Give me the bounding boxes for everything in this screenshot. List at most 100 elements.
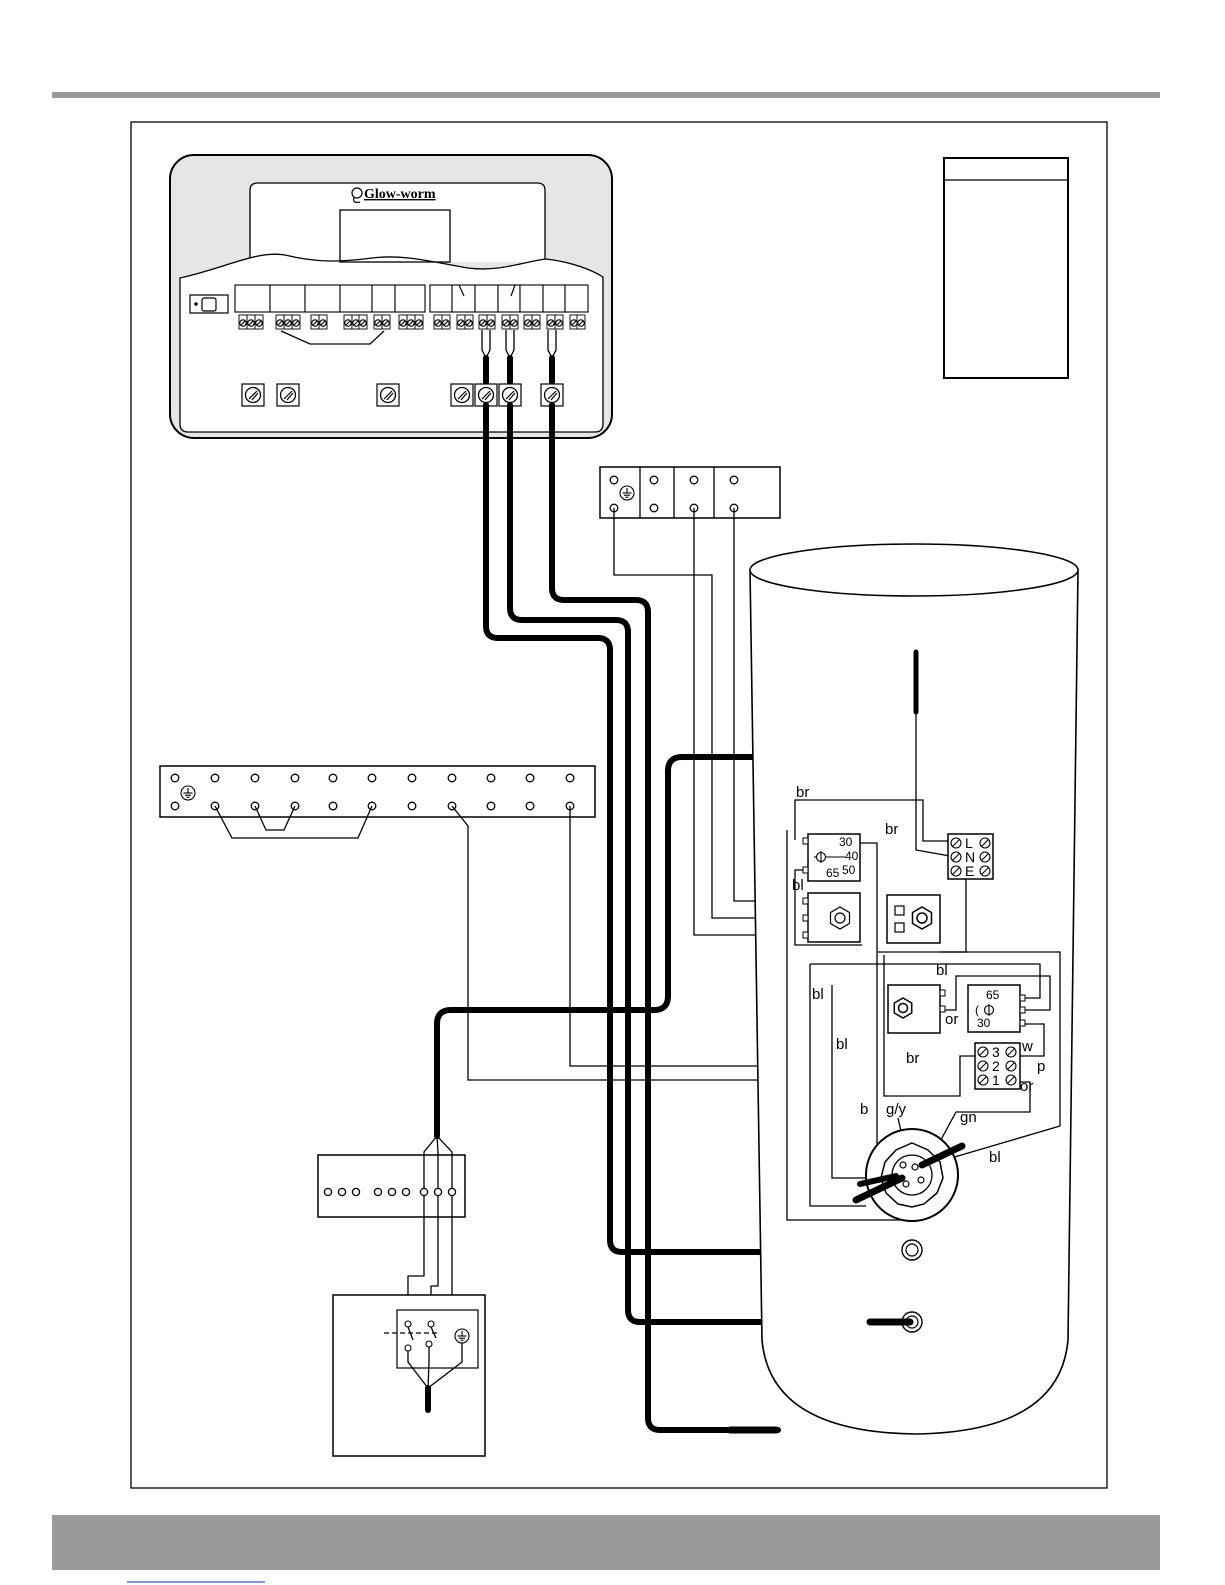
fused-spur-outline bbox=[318, 1155, 465, 1217]
terminal-point bbox=[329, 802, 337, 810]
screw-icon bbox=[256, 320, 262, 326]
dial-value-65: 65 bbox=[986, 988, 1000, 1002]
wire-label: or bbox=[945, 1011, 958, 1028]
controller-screw-terminals bbox=[239, 315, 585, 329]
wire-label: b bbox=[860, 1101, 868, 1118]
sensor-pocket-upper bbox=[902, 1240, 922, 1260]
terminal-point bbox=[487, 802, 495, 810]
junction-box-4way bbox=[600, 467, 780, 518]
cut-out-box bbox=[887, 895, 940, 943]
spade-connector bbox=[940, 990, 945, 996]
terminal-point bbox=[487, 774, 495, 782]
spade-connector bbox=[1020, 1007, 1025, 1013]
nut-icon bbox=[894, 998, 911, 1018]
switch-contact bbox=[405, 1345, 411, 1351]
controller-terminal-blocks bbox=[235, 285, 588, 312]
terminal-point bbox=[338, 1188, 345, 1195]
wire-label: br bbox=[906, 1050, 919, 1067]
footer-bar bbox=[52, 1515, 1160, 1570]
immersion-heater-flange bbox=[866, 1129, 958, 1221]
terminal-point bbox=[402, 1188, 409, 1195]
element-pin bbox=[912, 1164, 918, 1170]
screw-icon bbox=[383, 320, 389, 326]
screw-icon bbox=[978, 1047, 988, 1057]
screw-icon bbox=[240, 320, 246, 326]
switch-contact bbox=[428, 1321, 434, 1327]
screw-icon bbox=[248, 320, 254, 326]
screw-icon bbox=[360, 320, 366, 326]
screw-icon bbox=[556, 320, 562, 326]
wire-label: bl bbox=[936, 962, 948, 979]
wiring-centre-strip bbox=[160, 766, 595, 817]
terminal-label-E: E bbox=[965, 863, 974, 879]
screw-icon bbox=[416, 320, 422, 326]
screw-icon bbox=[533, 320, 539, 326]
screw-icon bbox=[435, 320, 441, 326]
screw-icon bbox=[571, 320, 577, 326]
terminal-label-1: 1 bbox=[992, 1072, 1000, 1088]
screw-icon bbox=[503, 320, 509, 326]
terminal-block bbox=[498, 285, 520, 312]
wire-label: p bbox=[1037, 1058, 1045, 1075]
screw-icon bbox=[511, 320, 517, 326]
terminal-point bbox=[388, 1188, 395, 1195]
terminal-point bbox=[352, 1188, 359, 1195]
spade-connector bbox=[1020, 995, 1025, 1001]
header-rule bbox=[52, 92, 1160, 98]
screw-icon bbox=[277, 320, 283, 326]
wire-label: bl bbox=[792, 877, 804, 894]
screw-icon bbox=[951, 838, 961, 848]
screw-icon bbox=[408, 320, 414, 326]
terminal-block bbox=[475, 285, 498, 312]
terminal-point bbox=[211, 774, 219, 782]
screw-icon bbox=[980, 852, 990, 862]
terminal-block bbox=[235, 285, 270, 312]
dial-value-40: 40 bbox=[845, 849, 859, 863]
lower-element-box bbox=[888, 985, 945, 1033]
key-box-outline bbox=[944, 158, 1068, 378]
terminal-point bbox=[566, 774, 574, 782]
spade-connector bbox=[1020, 1020, 1025, 1026]
terminal-point bbox=[374, 1188, 381, 1195]
terminal-block bbox=[270, 285, 305, 312]
terminal-point bbox=[448, 774, 456, 782]
screw-icon bbox=[458, 320, 464, 326]
wire-label: or bbox=[1020, 1078, 1033, 1095]
terminal-point bbox=[690, 476, 698, 484]
terminal-point bbox=[368, 774, 376, 782]
element-pin bbox=[900, 1162, 906, 1168]
screw-icon bbox=[312, 320, 318, 326]
screw-icon bbox=[400, 320, 406, 326]
wire-label: bl bbox=[812, 986, 824, 1003]
screw-icon bbox=[1006, 1075, 1016, 1085]
element-pin bbox=[903, 1181, 909, 1187]
terminal-block bbox=[305, 285, 340, 312]
terminal-block bbox=[565, 285, 588, 312]
terminal-block bbox=[340, 285, 372, 312]
brand-logo: Glow-worm bbox=[352, 187, 436, 202]
key-box bbox=[944, 158, 1068, 378]
screw-icon bbox=[978, 1061, 988, 1071]
switch-contact bbox=[426, 1341, 432, 1347]
wire-label: br bbox=[885, 821, 898, 838]
spade-connector bbox=[803, 915, 808, 921]
terminal-point bbox=[408, 802, 416, 810]
cut-out-terminal bbox=[895, 906, 904, 915]
wire-label: bl bbox=[836, 1036, 848, 1053]
terminal-point bbox=[171, 774, 179, 782]
wire-label: g/y bbox=[886, 1101, 907, 1118]
screw-icon bbox=[548, 320, 554, 326]
screw-icon bbox=[285, 320, 291, 326]
screw-icon bbox=[480, 320, 486, 326]
spur-terminals bbox=[324, 1188, 455, 1195]
terminal-block bbox=[395, 285, 425, 312]
terminal-point bbox=[329, 774, 337, 782]
terminal-point bbox=[730, 476, 738, 484]
screw-icon bbox=[1006, 1047, 1016, 1057]
dial-bracket: ( bbox=[975, 1003, 979, 1017]
dial-value-30: 30 bbox=[839, 835, 853, 849]
terminal-point bbox=[526, 802, 534, 810]
spade-connector bbox=[803, 898, 808, 904]
cut-out-terminal bbox=[895, 923, 904, 932]
